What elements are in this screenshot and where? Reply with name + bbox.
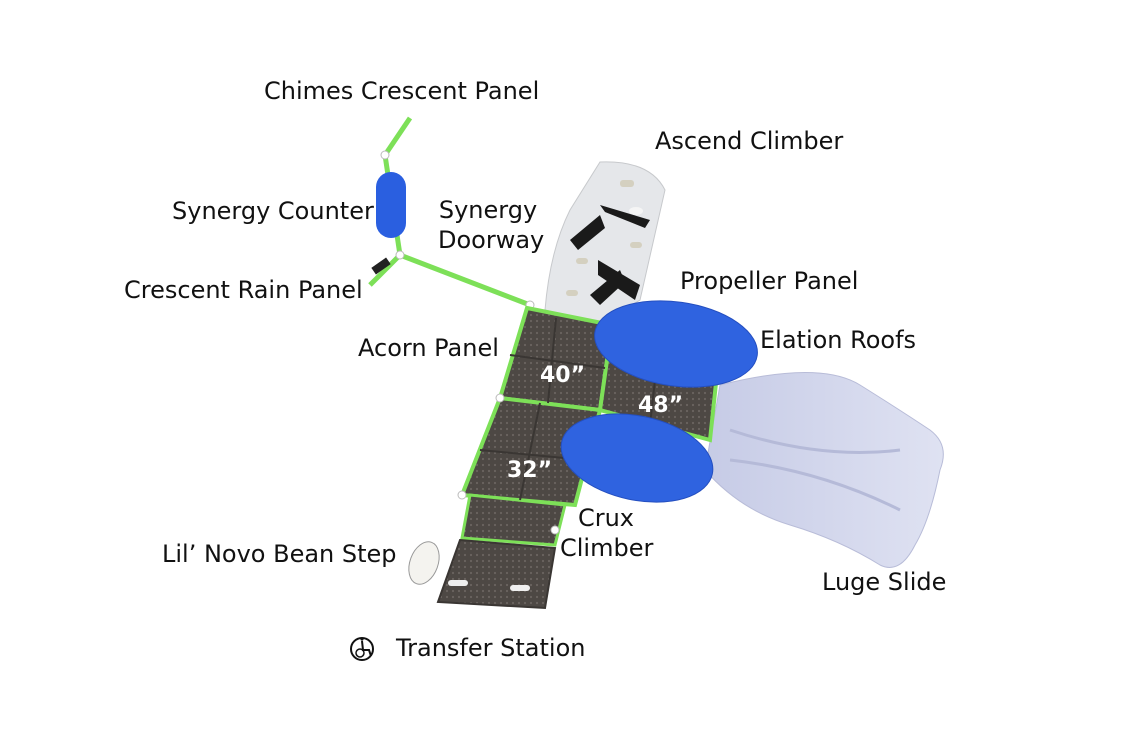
luge-slide xyxy=(704,372,944,568)
label-acorn-panel: Acorn Panel xyxy=(358,334,499,362)
label-propeller-panel: Propeller Panel xyxy=(680,267,859,295)
elation-roofs xyxy=(560,300,758,503)
label-crux-climber-line1: Crux xyxy=(577,504,635,532)
deck-height-40: 40” xyxy=(540,363,585,388)
label-elation-roofs: Elation Roofs xyxy=(760,326,917,354)
label-synergy-doorway-line1: Synergy xyxy=(438,196,538,224)
label-luge-slide: Luge Slide xyxy=(822,568,947,596)
label-synergy-counter: Synergy Counter xyxy=(172,197,374,225)
label-crescent-rain-panel: Crescent Rain Panel xyxy=(124,276,363,304)
synergy-panels xyxy=(368,116,535,310)
label-synergy-doorway: Synergy Doorway xyxy=(438,195,545,255)
ascend-climber xyxy=(544,161,666,326)
synergy-counter-shape xyxy=(376,172,406,238)
deck-height-32: 32” xyxy=(507,458,552,483)
label-crux-climber-line2: Climber xyxy=(560,534,654,562)
label-transfer-station: Transfer Station xyxy=(396,634,586,662)
deck-height-48: 48” xyxy=(638,393,683,418)
label-synergy-doorway-line2: Doorway xyxy=(438,226,545,254)
bean-step xyxy=(408,541,440,585)
label-chimes-crescent-panel: Chimes Crescent Panel xyxy=(264,77,540,105)
label-ascend-climber: Ascend Climber xyxy=(655,127,844,155)
label-lil-novo-bean-step: Lil’ Novo Bean Step xyxy=(162,540,397,568)
label-crux-climber: Crux Climber xyxy=(560,503,654,563)
wheelchair-icon xyxy=(350,637,374,661)
